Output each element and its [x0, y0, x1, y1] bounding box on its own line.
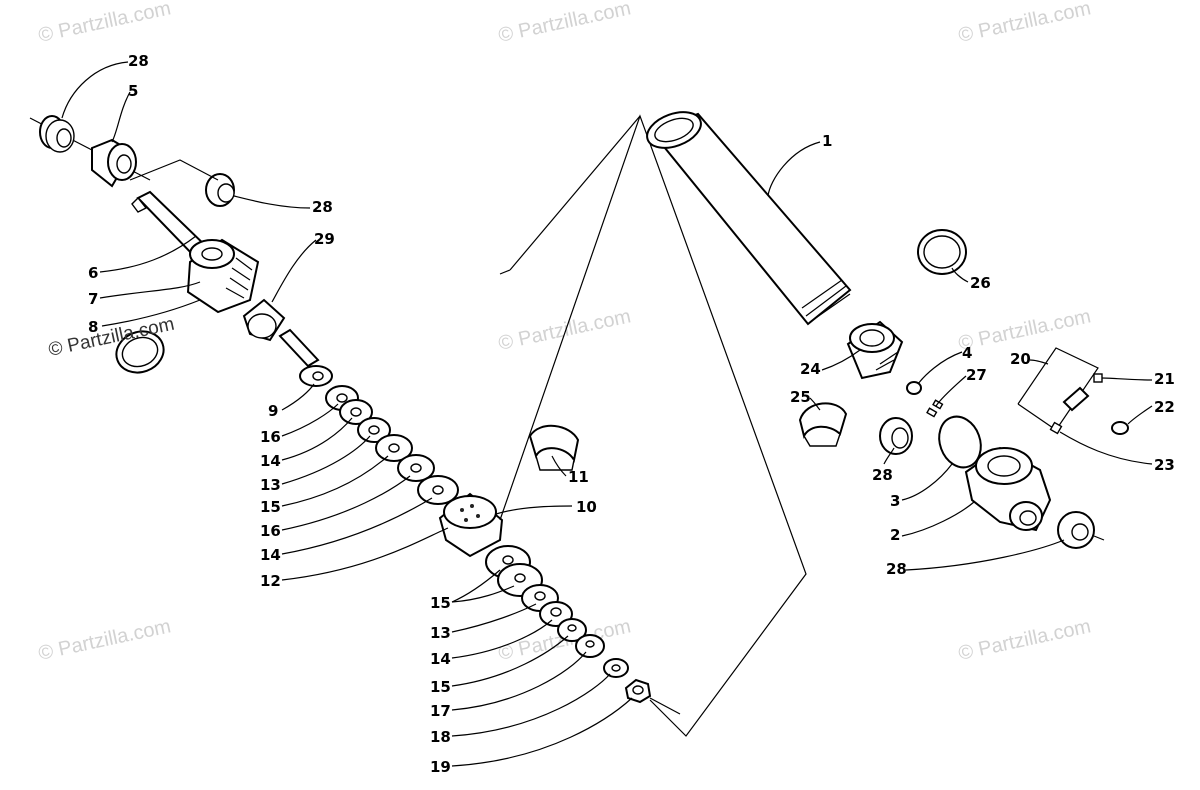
callout-27: 27 [966, 366, 987, 384]
part-24-bearing [846, 320, 904, 380]
callout-5: 5 [128, 82, 138, 100]
callout-14: 14 [260, 546, 281, 564]
callout-22: 22 [1154, 398, 1175, 416]
part-11-piston-band [528, 424, 580, 471]
watermark: © Partzilla.com [496, 0, 632, 47]
callout-2: 2 [890, 526, 900, 544]
callout-21: 21 [1154, 370, 1175, 388]
callout-6: 6 [88, 264, 98, 282]
callout-14: 14 [430, 650, 451, 668]
callout-15: 15 [430, 678, 451, 696]
callout-13: 13 [260, 476, 281, 494]
part-4-oring [906, 381, 922, 395]
callout-4: 4 [962, 344, 972, 362]
callout-labels: 28 5 28 29 6 7 8 9 16 14 13 15 16 14 12 … [88, 52, 1175, 776]
callout-24: 24 [800, 360, 821, 378]
callout-16: 16 [260, 522, 281, 540]
callout-12: 12 [260, 572, 281, 590]
callout-7: 7 [88, 290, 98, 308]
callout-1: 1 [822, 132, 832, 150]
callout-28: 28 [872, 466, 893, 484]
group-bracket [499, 114, 807, 737]
callout-8: 8 [88, 318, 98, 336]
leader-lines [61, 61, 1153, 767]
part-18-nut [624, 678, 652, 704]
callout-28: 28 [128, 52, 149, 70]
watermark: © Partzilla.com [956, 0, 1092, 47]
callout-25: 25 [790, 388, 811, 406]
part-28-bushing-mid [205, 173, 235, 207]
part-28-bushing-top [39, 115, 75, 153]
watermark: © Partzilla.com [36, 615, 172, 665]
callout-17: 17 [430, 702, 451, 720]
callout-20: 20 [1010, 350, 1031, 368]
callout-10: 10 [576, 498, 597, 516]
part-25-split-ring [798, 402, 848, 447]
callout-19: 19 [430, 758, 451, 776]
callout-26: 26 [970, 274, 991, 292]
part-10-piston [438, 492, 504, 558]
part-2-eyelet [964, 446, 1052, 532]
shaft-assembly [29, 115, 681, 715]
callout-23: 23 [1154, 456, 1175, 474]
part-28-bushing-right-upper [879, 417, 913, 455]
shim-stack-lower [485, 545, 605, 658]
callout-28: 28 [886, 560, 907, 578]
part-5-sleeve [91, 138, 137, 188]
part-23-core [1049, 421, 1063, 435]
part-22-seal [1111, 421, 1129, 435]
callout-14: 14 [260, 452, 281, 470]
watermark: © Partzilla.com [956, 305, 1092, 355]
callout-11: 11 [568, 468, 589, 486]
watermark: © Partzilla.com [36, 0, 172, 47]
callout-3: 3 [890, 492, 900, 510]
part-21-cap [1093, 373, 1103, 383]
callout-18: 18 [430, 728, 451, 746]
part-28-bushing-right-lower [1057, 511, 1095, 549]
callout-16: 16 [260, 428, 281, 446]
watermark: © Partzilla.com [496, 305, 632, 355]
part-valve [1062, 386, 1090, 412]
part-1-body-tube [646, 111, 852, 326]
part-27-pin [926, 399, 944, 418]
shim-stack-upper [325, 385, 459, 505]
callout-28: 28 [312, 198, 333, 216]
part-3-oring [938, 415, 982, 469]
callout-29: 29 [314, 230, 335, 248]
part-29-collar [242, 298, 286, 342]
part-7-body [186, 238, 260, 314]
callout-15: 15 [430, 594, 451, 612]
callout-9: 9 [268, 402, 278, 420]
watermark: © Partzilla.com [956, 615, 1092, 665]
callout-15: 15 [260, 498, 281, 516]
callout-13: 13 [430, 624, 451, 642]
body-assembly [646, 111, 1129, 549]
